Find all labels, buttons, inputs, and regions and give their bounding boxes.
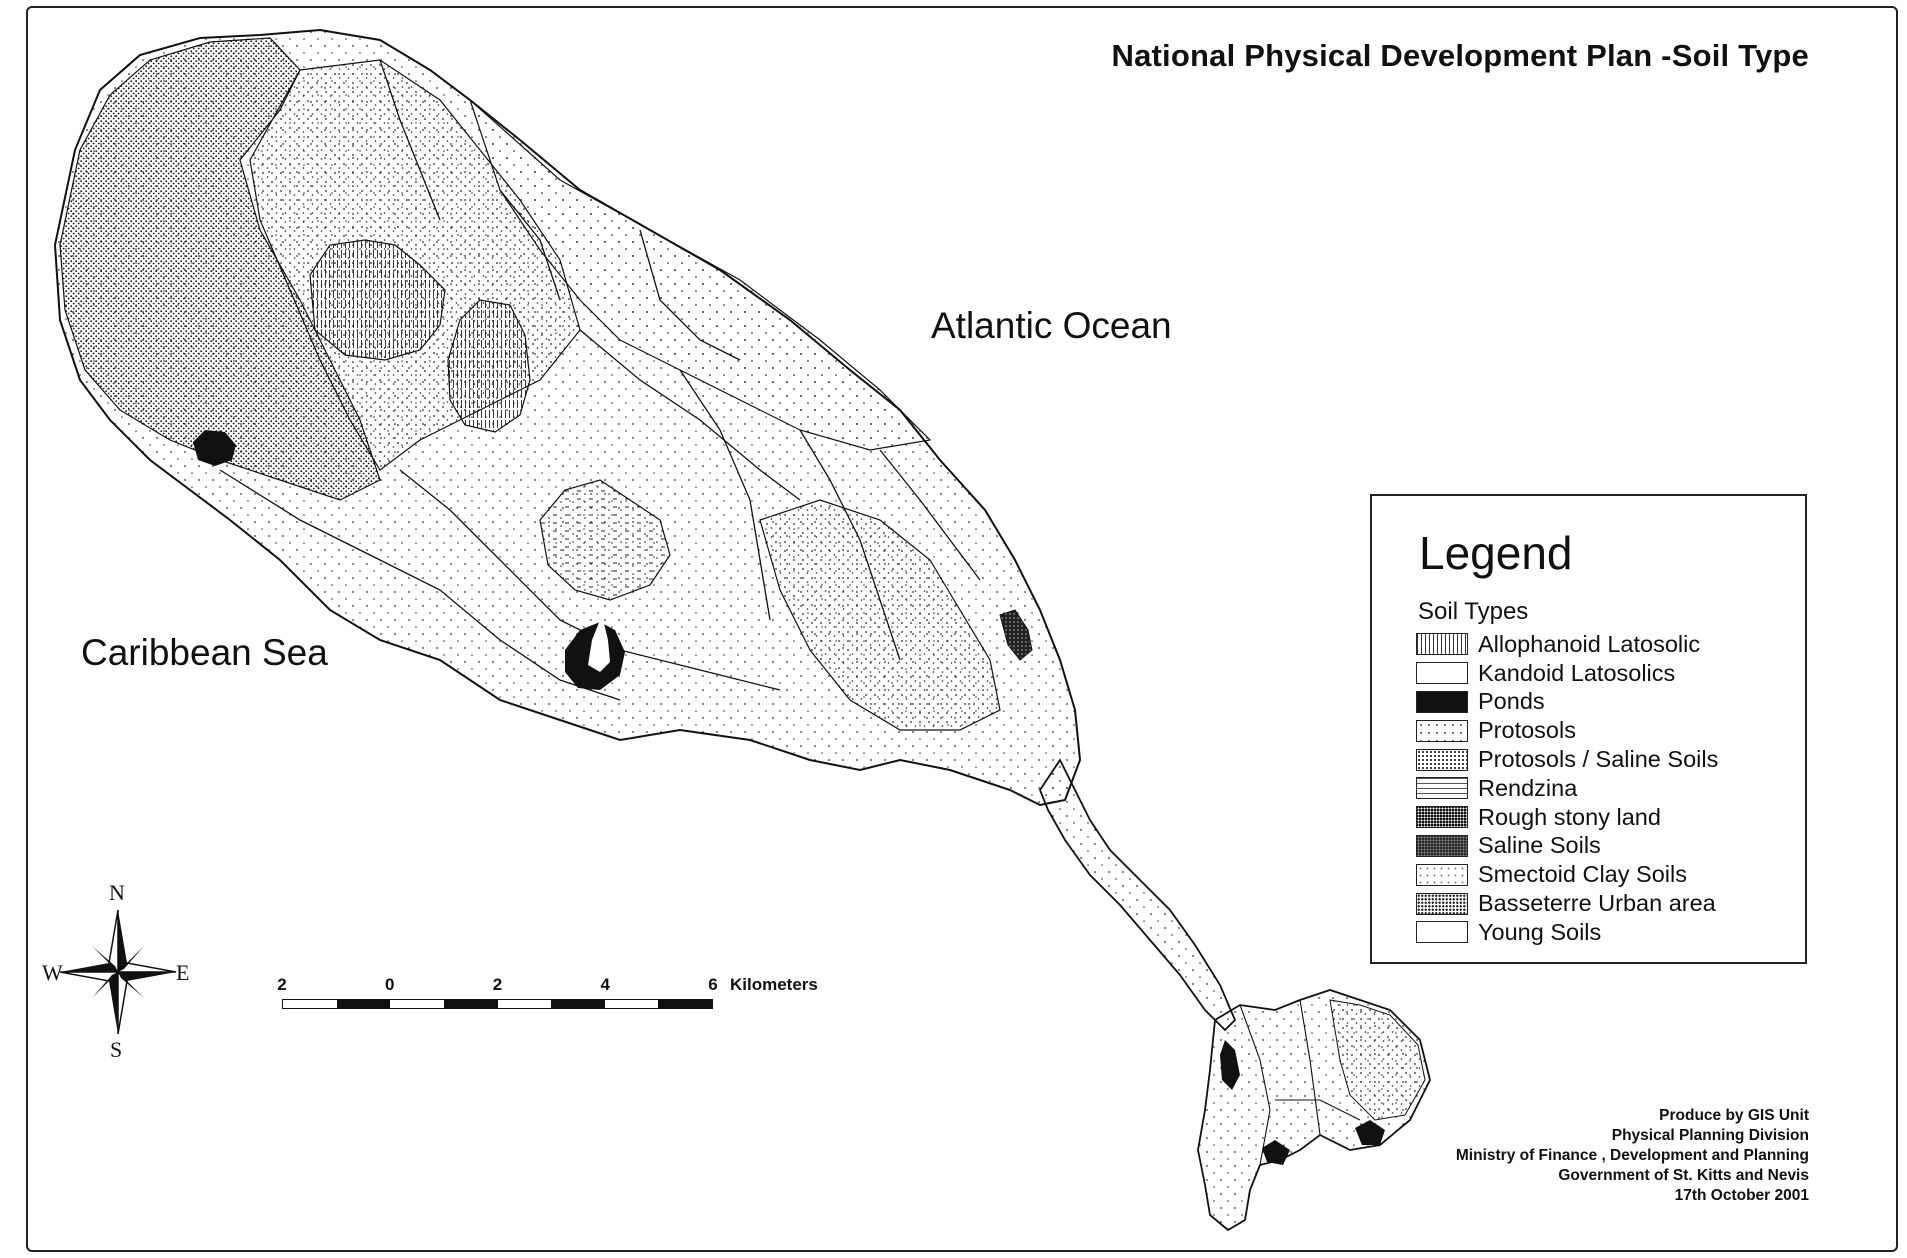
legend-item: Basseterre Urban area [1416,889,1718,918]
compass-s: S [110,1037,123,1062]
region-southeast-dots [1329,999,1426,1121]
compass-w: W [42,960,63,985]
legend-item: Protosols / Saline Soils [1416,745,1718,774]
credit-line: Ministry of Finance , Development and Pl… [1455,1147,1809,1164]
legend-swatch [1416,834,1468,857]
legend-label: Young Soils [1478,918,1602,945]
legend-swatch [1416,748,1468,771]
scale-line [282,999,713,1009]
legend-item: Kandoid Latosolics [1416,659,1718,688]
map-frame [26,6,1898,1252]
region-summit-3 [539,479,671,601]
scale-tick-label: 2 [492,975,503,994]
legend-swatch [1416,921,1468,944]
legend-swatch [1416,719,1468,742]
rough-stony-east [999,609,1033,661]
legend-subtitle: Soil Types [1418,598,1529,625]
legend-label: Kandoid Latosolics [1478,659,1676,686]
legend-label: Saline Soils [1478,832,1601,859]
compass-n: N [109,880,125,905]
compass-rose-icon [59,909,177,1035]
legend-label: Smectoid Clay Soils [1478,861,1687,888]
credit-line: Physical Planning Division [1611,1127,1809,1144]
credit-line: 17th October 2001 [1674,1187,1809,1204]
region-summit-2 [447,299,531,433]
credit-line: Government of St. Kitts and Nevis [1558,1167,1809,1184]
scale-tick-label: 0 [385,975,395,994]
soil-boundaries [219,59,981,701]
peninsula-boundaries [1239,999,1361,1166]
legend-swatch [1416,633,1468,656]
label-caribbean-sea: Caribbean Sea [81,632,328,673]
legend-title: Legend [1419,527,1573,579]
legend-label: Protosols [1478,717,1576,744]
legend-item: Young Soils [1416,918,1718,947]
legend-swatch [1416,777,1468,800]
island-isthmus [1038,758,1237,1032]
pond-southeast-3 [1355,1120,1385,1145]
north-arrow: N S E W [42,880,190,1065]
legend-label: Protosols / Saline Soils [1478,746,1719,773]
region-south-belt [759,499,1001,731]
pond-southeast-2 [1262,1140,1290,1165]
scale-tick-label: 4 [600,975,610,994]
label-atlantic-ocean: Atlantic Ocean [931,305,1172,346]
legend-item: Smectoid Clay Soils [1416,860,1718,889]
legend-swatch [1416,863,1468,886]
scale-unit: Kilometers [730,975,818,994]
legend-item: Allophanoid Latosolic [1416,630,1718,659]
region-northeast-coast [468,98,932,451]
scale-tick-label: 6 [708,975,718,994]
pond-west [193,430,236,466]
map-title: National Physical Development Plan -Soil… [1111,38,1809,73]
legend-label: Rough stony land [1478,803,1661,830]
legend-item: Ponds [1416,688,1718,717]
legend-item: Rough stony land [1416,803,1718,832]
pond-southeast-1 [1220,1040,1240,1090]
legend-item: Saline Soils [1416,832,1718,861]
legend-swatch [1416,892,1468,915]
scale-tick-label: 2 [277,975,287,994]
region-summit-1 [309,239,446,361]
legend-swatch [1416,806,1468,829]
legend-item: Rendzina [1416,774,1718,803]
credit-line: Produce by GIS Unit [1659,1107,1809,1124]
legend-swatch [1416,690,1468,713]
legend-swatch [1416,662,1468,685]
pond-central-inner [588,615,610,672]
legend-item: Protosols [1416,716,1718,745]
legend-label: Allophanoid Latosolic [1478,630,1701,657]
legend-label: Basseterre Urban area [1478,890,1716,917]
legend-label: Ponds [1478,688,1545,715]
compass-e: E [176,960,190,985]
legend-label: Rendzina [1478,774,1578,801]
